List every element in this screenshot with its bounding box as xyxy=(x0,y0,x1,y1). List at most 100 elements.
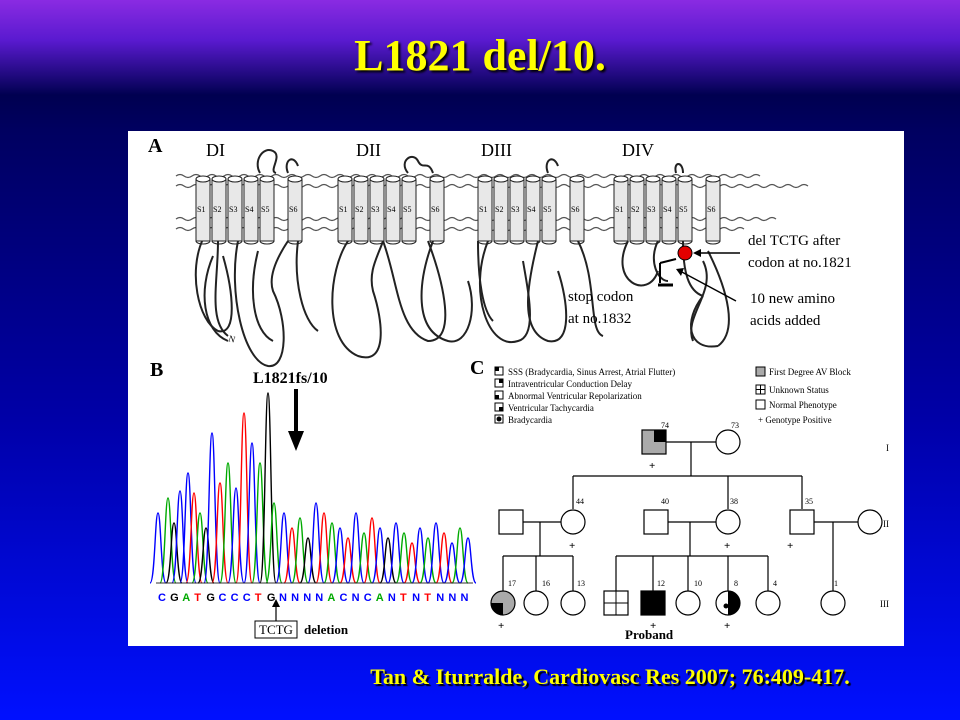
sequence-base: N xyxy=(448,592,456,604)
chromatogram-peak xyxy=(265,502,283,584)
chromatogram-peak xyxy=(235,412,253,584)
svg-text:8: 8 xyxy=(734,579,738,588)
legend-item-genotype: + Genotype Positive xyxy=(758,415,832,425)
chromatogram-peak xyxy=(403,542,421,584)
helix-d1-s1: S1 xyxy=(195,175,211,245)
intracellular-loops xyxy=(194,238,730,368)
chromatogram-peak xyxy=(331,527,349,584)
slide-title: L1821 del/10. xyxy=(354,31,606,80)
helix-d4-s4: S4 xyxy=(661,175,677,245)
chromatogram-peak xyxy=(259,392,277,584)
helix-label: S5 xyxy=(543,205,551,214)
annotation-new-1: 10 new amino xyxy=(750,291,835,307)
helix-label: S2 xyxy=(495,205,503,214)
sequence-base: N xyxy=(279,592,287,604)
helix-label: S6 xyxy=(571,205,579,214)
chromatogram-peak xyxy=(211,482,229,584)
legend-item-brady: Bradycardia xyxy=(508,415,552,425)
pedigree-gen-2: 44 40 38 35 + + + xyxy=(498,497,883,552)
svg-text:38: 38 xyxy=(730,497,738,506)
individual-proband-12 xyxy=(640,590,666,616)
chromatogram-peak xyxy=(165,522,183,584)
helix-label: S5 xyxy=(261,205,269,214)
domain-label-3: DIII xyxy=(481,140,512,160)
chromatogram-peak xyxy=(419,537,437,584)
mutation-site-marker xyxy=(677,245,693,261)
individual-16 xyxy=(523,590,549,616)
sequence-base: C xyxy=(219,592,227,604)
annotation-deletion-2: codon at no.1821 xyxy=(748,255,852,271)
helix-label: S3 xyxy=(511,205,519,214)
helix-label: S6 xyxy=(289,205,297,214)
generation-label-1: I xyxy=(886,443,889,453)
generation-label-3: III xyxy=(880,599,889,609)
helix-d4-s1: S1 xyxy=(613,175,629,245)
legend-item-avr: Abnormal Ventricular Repolarization xyxy=(508,391,642,401)
individual-35 xyxy=(789,509,815,535)
svg-text:73: 73 xyxy=(731,421,739,430)
legend-left: SSS (Bradycardia, Sinus Arrest, Atrial F… xyxy=(494,366,675,425)
sequence-base: G xyxy=(206,592,215,604)
chromatogram-peak xyxy=(227,487,245,584)
svg-text:1: 1 xyxy=(834,579,838,588)
chromatogram-peak xyxy=(339,537,357,584)
pedigree-lines xyxy=(502,441,858,591)
helix-label: S5 xyxy=(403,205,411,214)
legend-item-normal: Normal Phenotype xyxy=(769,400,837,410)
sequence-base: N xyxy=(303,592,311,604)
helix-d2-s2: S2 xyxy=(353,175,369,245)
domain-label-1: DI xyxy=(206,140,225,160)
legend-item-avblock: First Degree AV Block xyxy=(769,367,851,377)
panel-c: C SSS (Bradycardia, Sinus Arrest, Atrial… xyxy=(470,357,889,642)
helix-d4-s2: S2 xyxy=(629,175,645,245)
helix-d2-s5: S5 xyxy=(401,175,417,245)
sequence-base: N xyxy=(412,592,420,604)
helix-label: S1 xyxy=(615,205,623,214)
helix-label: S5 xyxy=(679,205,687,214)
svg-text:44: 44 xyxy=(576,497,584,506)
sequence-base: N xyxy=(352,592,360,604)
sequence-base: A xyxy=(376,592,384,604)
sequence-base: N xyxy=(388,592,396,604)
deletion-label: deletion xyxy=(304,622,349,637)
chromatogram-peak xyxy=(159,497,177,584)
sequence-base: T xyxy=(400,592,407,604)
helix-d1-s5: S5 xyxy=(259,175,275,245)
legend-item-sss: SSS (Bradycardia, Sinus Arrest, Atrial F… xyxy=(508,367,675,377)
chromatogram-peak xyxy=(387,522,405,584)
helix-d3-s2: S2 xyxy=(493,175,509,245)
individual-44 xyxy=(560,509,586,535)
citation: Tan & Iturralde, Cardiovasc Res 2007; 76… xyxy=(370,664,850,689)
chromatogram-peak xyxy=(197,527,215,584)
chromatogram-peak xyxy=(307,502,325,584)
n-terminus-label: N xyxy=(227,333,236,344)
helix-label: S4 xyxy=(387,205,395,214)
individual-38 xyxy=(715,509,741,535)
svg-text:10: 10 xyxy=(694,579,702,588)
helix-label: S2 xyxy=(355,205,363,214)
legend-item-icd: Intraventricular Conduction Delay xyxy=(508,379,632,389)
helix-label: S1 xyxy=(197,205,205,214)
helix-d4-s3: S3 xyxy=(645,175,661,245)
helix-d1-s3: S3 xyxy=(227,175,243,245)
legend-item-unknown: Unknown Status xyxy=(769,385,829,395)
pedigree-gen-1: 74 73 + xyxy=(641,421,741,472)
generation-label-2: II xyxy=(883,519,889,529)
extracellular-loops xyxy=(256,149,684,174)
chromatogram-peak xyxy=(363,517,381,584)
svg-text:17: 17 xyxy=(508,579,516,588)
helix-d3-s3: S3 xyxy=(509,175,525,245)
chromatogram-peak xyxy=(459,537,477,584)
proband-label: Proband xyxy=(625,627,674,642)
helix-label: S1 xyxy=(339,205,347,214)
sequence-base: G xyxy=(170,592,179,604)
helix-d2-s6: S6 xyxy=(429,175,445,245)
chromatogram-peak xyxy=(251,462,269,584)
panel-a: A DI DII DIII DIV xyxy=(148,135,852,368)
svg-text:+: + xyxy=(649,460,655,472)
chromatogram-peak xyxy=(219,462,237,584)
mutation-label: L1821fs/10 xyxy=(253,370,328,387)
new-amino-arrow xyxy=(679,270,737,302)
